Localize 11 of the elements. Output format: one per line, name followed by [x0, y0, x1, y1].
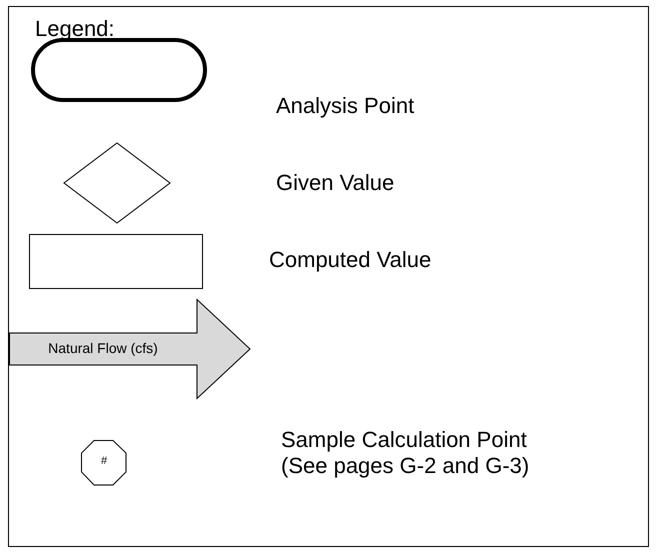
- legend-label: Given Value: [276, 170, 394, 196]
- arrow-label: Natural Flow (cfs): [47, 340, 159, 356]
- legend-label: Computed Value: [269, 247, 432, 273]
- legend-label: Analysis Point: [276, 93, 414, 119]
- legend-title: Legend:: [35, 16, 115, 42]
- octagon-symbol: [81, 440, 127, 486]
- legend-label: Sample Calculation Point (See pages G-2 and G-3): [281, 427, 530, 479]
- block-arrow: [9, 299, 251, 399]
- diamond-symbol: [63, 142, 171, 224]
- octagon-label: #: [100, 455, 108, 467]
- rectangle-symbol: [29, 234, 203, 289]
